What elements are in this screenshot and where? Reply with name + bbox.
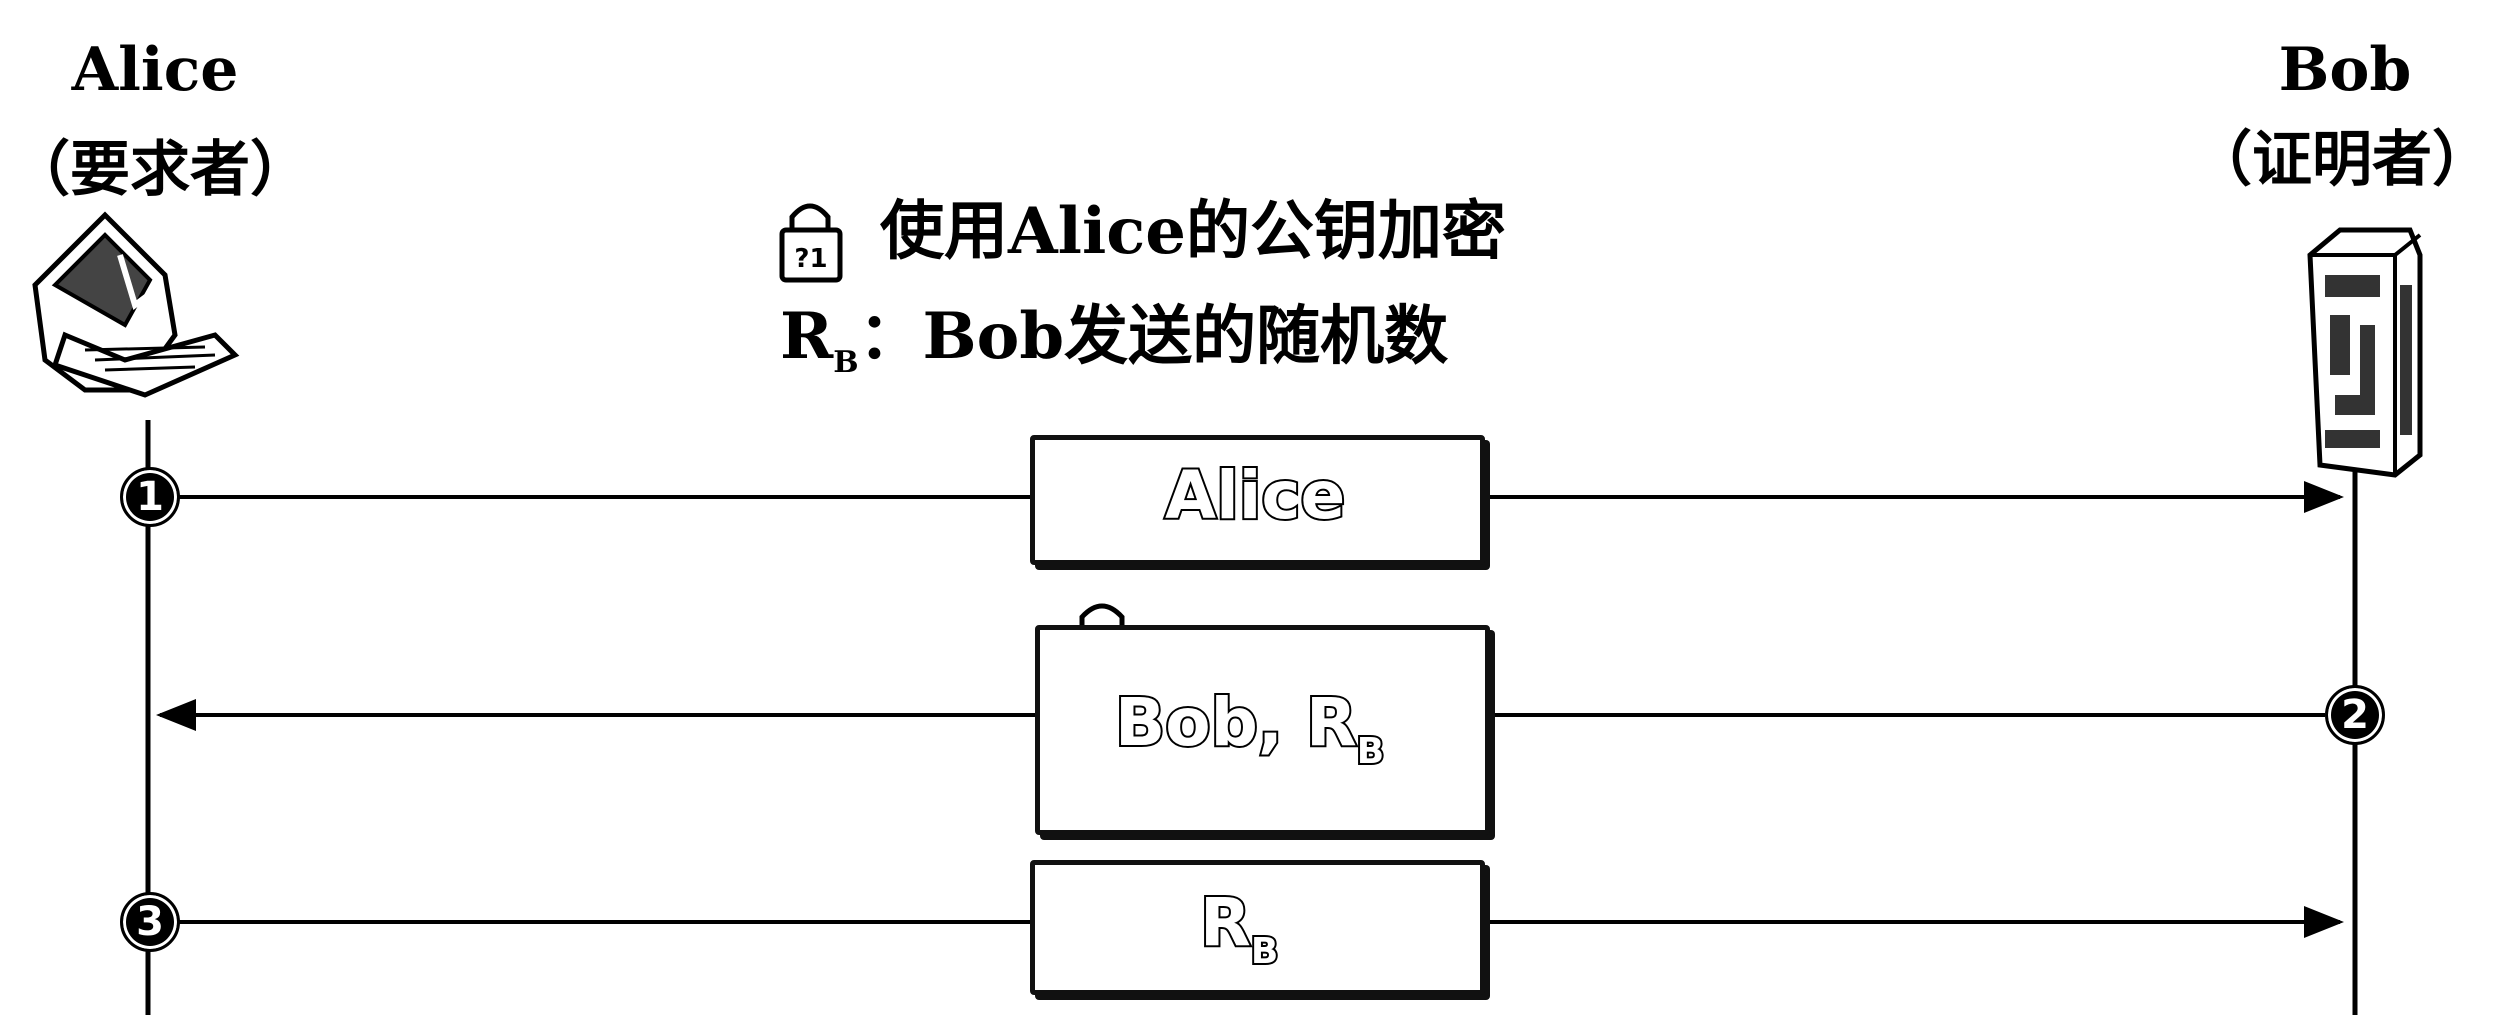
message-2-content: Bob, RB xyxy=(1113,684,1386,772)
laptop-icon xyxy=(32,211,240,398)
legend-rb-subscript: B xyxy=(833,345,859,380)
message-3-content: RB xyxy=(1198,884,1280,972)
message-1-content: Alice xyxy=(1163,457,1347,534)
padlock-icon: ?1 xyxy=(779,203,843,283)
step-1-marker: 1 xyxy=(120,467,180,527)
legend-random-number: RB：Bob发送的随机数 xyxy=(780,305,1448,378)
message-1-box xyxy=(1030,435,1485,565)
message-2-box xyxy=(1035,625,1490,835)
server-icon xyxy=(2307,227,2423,478)
legend-rb-symbol: R xyxy=(780,299,834,374)
alice-role: （要求者） xyxy=(10,135,310,205)
bob-role: （证明者） xyxy=(2192,125,2492,195)
message-3-box xyxy=(1030,860,1485,995)
svg-text:?1: ?1 xyxy=(794,244,827,274)
step-3-marker: 3 xyxy=(120,892,180,952)
legend-encryption: 使用Alice的公钥加密 xyxy=(880,194,1506,269)
legend-rb-text: ：Bob发送的随机数 xyxy=(858,299,1449,374)
step-2-marker: 2 xyxy=(2325,685,2385,745)
alice-name: Alice xyxy=(71,35,239,105)
bob-name: Bob xyxy=(2278,35,2412,105)
